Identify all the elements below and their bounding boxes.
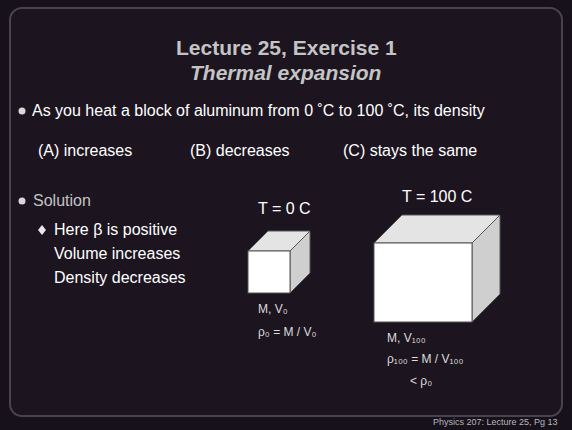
- cube-side: [472, 215, 500, 322]
- solution-line: Here β is positive: [54, 221, 177, 239]
- choice-text: (B) decreases: [190, 142, 290, 160]
- cube-front: [374, 243, 472, 322]
- solution-line: Density decreases: [54, 269, 186, 287]
- solution-heading: Solution: [33, 192, 91, 210]
- cube-label: M, V₁₀₀: [387, 332, 426, 346]
- cube-label: ρ₀ = M / V₀: [258, 326, 316, 340]
- diamond-bullet-shape: [38, 225, 46, 235]
- cube-label: < ρ₀: [410, 375, 432, 389]
- cube-label: M, V₀: [258, 303, 288, 317]
- cube-front: [248, 251, 290, 293]
- diamond-bullet: [38, 225, 46, 235]
- choice-text: (A) increases: [38, 142, 132, 160]
- choice-text: (C) stays the same: [343, 142, 477, 160]
- solution-line: Volume increases: [54, 245, 180, 263]
- cube-label: ρ₁₀₀ = M / V₁₀₀: [387, 353, 464, 367]
- temperature-label: T = 100 C: [402, 188, 472, 206]
- cube-side: [290, 231, 310, 293]
- slide-subtitle: Thermal expansion: [190, 61, 381, 85]
- small-cube: [248, 231, 310, 293]
- temperature-label: T = 0 C: [258, 200, 311, 218]
- bullet-dot: [19, 108, 26, 115]
- slide-title: Lecture 25, Exercise 1: [176, 36, 397, 60]
- bullet-dot: [19, 198, 26, 205]
- footer-text: Physics 207: Lecture 25, Pg 13: [433, 417, 558, 427]
- large-cube: [374, 215, 500, 322]
- slide-frame: [10, 8, 562, 416]
- question-text: As you heat a block of aluminum from 0 ˚…: [32, 102, 485, 120]
